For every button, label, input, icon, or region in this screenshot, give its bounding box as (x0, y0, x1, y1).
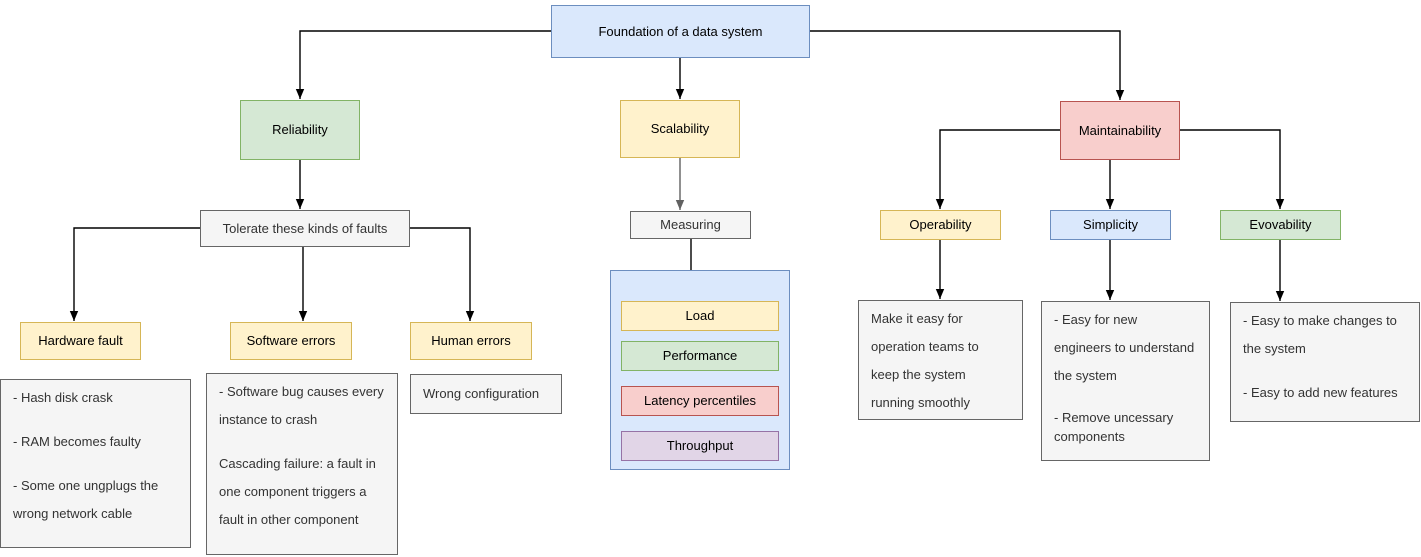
node-software-errors: Software errors (230, 322, 352, 360)
note-line: - Easy to make changes to the system (1243, 313, 1397, 356)
connector-tolerate-human (410, 227, 475, 321)
note-evovability: - Easy to make changes to the system - E… (1230, 302, 1420, 422)
group-scalability-metrics: Load Performance Latency percentiles Thr… (610, 270, 790, 470)
note-software-errors: - Software bug causes every instance to … (206, 373, 398, 555)
node-foundation: Foundation of a data system (551, 5, 810, 58)
note-line: Wrong configuration (423, 386, 540, 402)
note-line: - Software bug causes every instance to … (219, 384, 384, 427)
node-human-errors: Human errors (410, 322, 532, 360)
node-measuring: Measuring (630, 211, 751, 239)
node-metric-throughput: Throughput (621, 431, 779, 461)
node-hardware-fault: Hardware fault (20, 322, 141, 360)
note-line: - RAM becomes faulty (13, 434, 141, 449)
note-human-errors: Wrong configuration (410, 374, 562, 414)
note-operability: Make it easy for operation teams to keep… (858, 300, 1023, 420)
node-scalability: Scalability (620, 100, 740, 158)
note-line: Cascading failure: a fault in one compon… (219, 456, 376, 527)
note-line: - Some one ungplugs the wrong network ca… (13, 478, 159, 521)
node-metric-latency-percentiles: Latency percentiles (621, 386, 779, 416)
node-operability: Operability (880, 210, 1001, 240)
node-metric-performance: Performance (621, 341, 779, 371)
node-maintainability: Maintainability (1060, 101, 1180, 160)
connector-root-maintainability (810, 30, 1125, 100)
note-line: - Hash disk crask (13, 390, 113, 405)
note-line: - Easy for new engineers to understand t… (1054, 312, 1195, 383)
note-line: - Remove uncessary components (1054, 410, 1174, 444)
note-hardware-fault: - Hash disk crask - RAM becomes faulty -… (0, 379, 191, 548)
connector-tolerate-hardware (69, 227, 200, 321)
node-simplicity: Simplicity (1050, 210, 1171, 240)
note-simplicity: - Easy for new engineers to understand t… (1041, 301, 1210, 461)
node-reliability: Reliability (240, 100, 360, 160)
connector-root-reliability (295, 30, 551, 99)
note-line: - Easy to add new features (1243, 385, 1398, 400)
node-metric-load: Load (621, 301, 779, 331)
node-tolerate-faults: Tolerate these kinds of faults (200, 210, 410, 247)
connector-maintainability-operability (935, 129, 1060, 209)
node-evovability: Evovability (1220, 210, 1341, 240)
connector-maintainability-evovability (1180, 129, 1285, 209)
note-line: Make it easy for operation teams to keep… (871, 311, 979, 410)
